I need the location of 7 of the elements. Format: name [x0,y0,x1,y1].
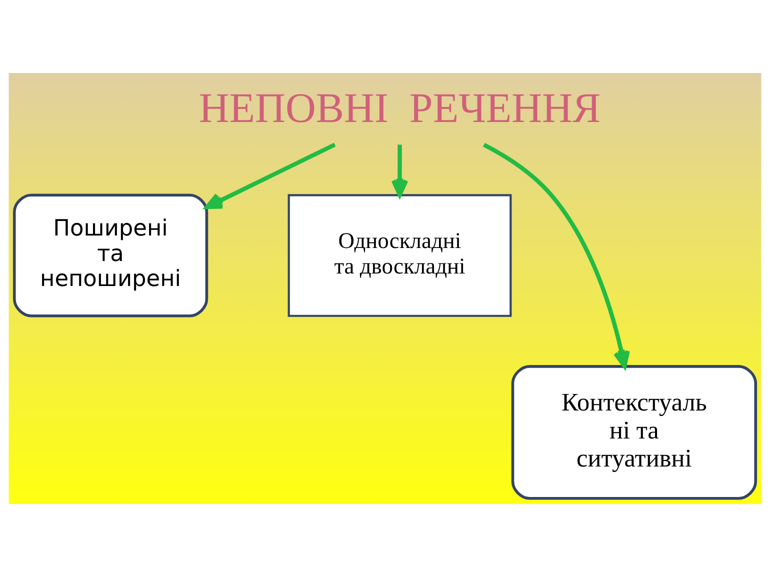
node-box: Контекстуаль ні та ситуативні [511,365,758,500]
node-text: НЕПОВНІ РЕЧЕННЯ [198,85,601,132]
node-box: Односкладні та двоскладні [288,194,512,317]
arrow [204,142,336,210]
arrow [482,142,630,368]
node-box: Поширені та непоширені [12,194,208,318]
arrow [391,144,408,197]
